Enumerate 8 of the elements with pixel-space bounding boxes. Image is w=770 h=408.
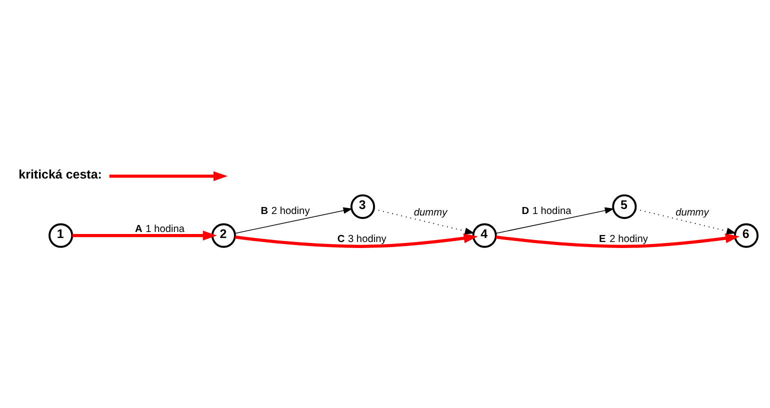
edge-label: E 2 hodiny	[599, 234, 648, 245]
edge-label: B 2 hodiny	[260, 205, 310, 216]
edge-label: A 1 hodina	[135, 223, 185, 234]
edge-label: dummy	[414, 207, 448, 218]
edge-label: D 1 hodina	[522, 205, 572, 216]
edge-label: dummy	[676, 207, 709, 218]
legend-label: kritická cesta:	[18, 166, 102, 181]
edge-label: C 3 hodiny	[337, 234, 386, 245]
